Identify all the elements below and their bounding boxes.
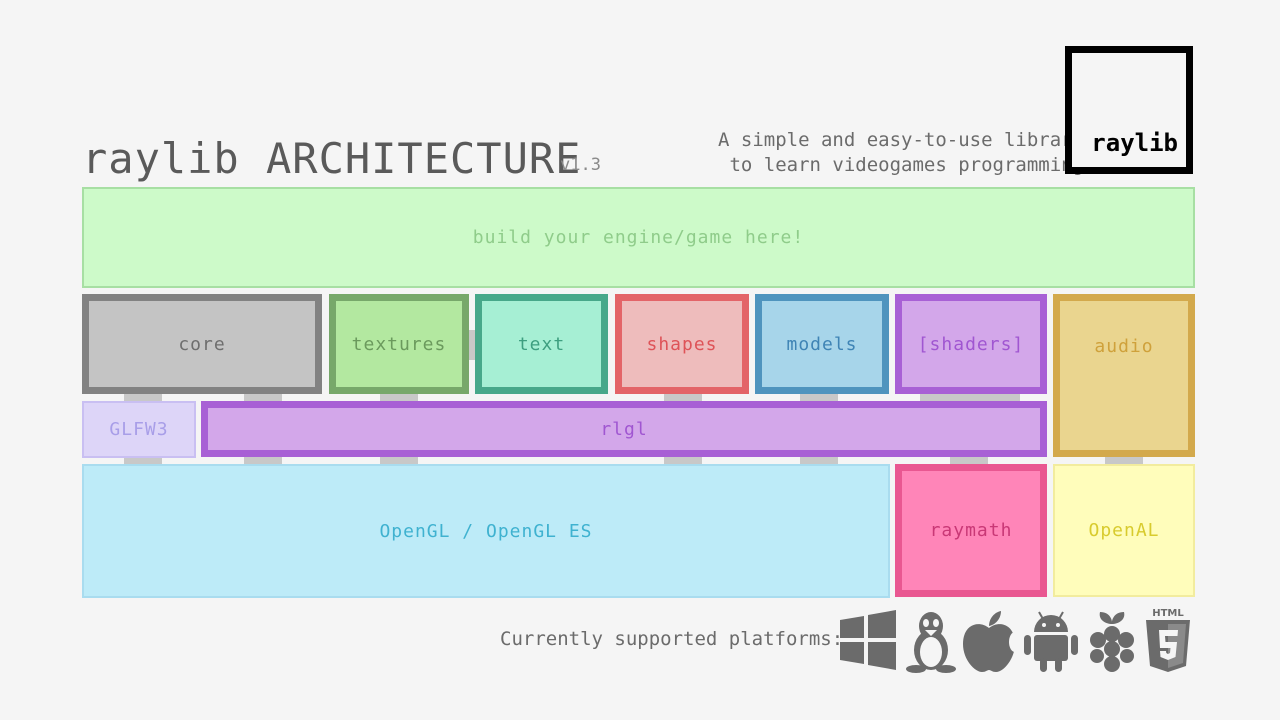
html5-icon: HTML [1138,606,1198,674]
connector [920,392,1020,402]
game-layer-label: build your engine/game here! [472,227,805,248]
connector [800,392,838,402]
opengl-module: OpenGL / OpenGL ES [82,464,890,598]
raymath-module-label: raymath [929,520,1013,541]
core-module: core [82,294,322,394]
tagline-line-1: A simple and easy-to-use library [718,129,1085,151]
shapes-module-label: shapes [646,333,718,355]
tagline-line-2: to learn videogames programming [729,154,1085,176]
raspberry-pi-icon [1082,606,1142,674]
glfw-module-label: GLFW3 [109,419,169,440]
connector [1105,455,1143,465]
connector [380,392,418,402]
logo-text: raylib [1091,129,1178,157]
core-module-label: core [178,333,226,355]
openal-module-label: OpenAL [1088,520,1160,541]
page-title: raylib ARCHITECTURE [82,134,582,183]
connector [664,455,702,465]
tagline: A simple and easy-to-use library to lear… [718,128,1084,178]
models-module-label: models [786,333,858,355]
linux-icon [901,606,961,674]
raylib-logo: raylib [1065,46,1193,174]
audio-module-label: audio [1094,336,1154,357]
html5-label: HTML [1152,608,1184,619]
connector [124,455,162,465]
textures-module-label: textures [351,333,447,355]
text-module-label: text [517,333,566,355]
opengl-module-label: OpenGL / OpenGL ES [379,520,593,542]
shaders-module-label: [shaders] [917,333,1025,355]
text-module: text [475,294,608,394]
openal-module: OpenAL [1053,464,1195,597]
textures-module: textures [329,294,469,394]
version-label: v1.3 [560,155,601,175]
rlgl-module-label: rlgl [600,418,648,440]
platforms-label: Currently supported platforms: [500,628,844,650]
game-layer: build your engine/game here! [82,187,1195,288]
audio-module: audio [1053,294,1195,457]
connector [124,392,162,402]
connector [244,455,282,465]
windows-icon [838,606,898,674]
models-module: models [755,294,889,394]
connector [950,455,988,465]
apple-icon [959,606,1021,674]
glfw-module: GLFW3 [82,401,196,458]
connector [664,392,702,402]
connector [244,392,282,402]
connector [800,455,838,465]
shaders-module: [shaders] [895,294,1047,394]
connector [380,455,418,465]
rlgl-module: rlgl [201,401,1047,457]
android-icon [1021,606,1081,674]
shapes-module: shapes [615,294,749,394]
raymath-module: raymath [895,464,1047,597]
